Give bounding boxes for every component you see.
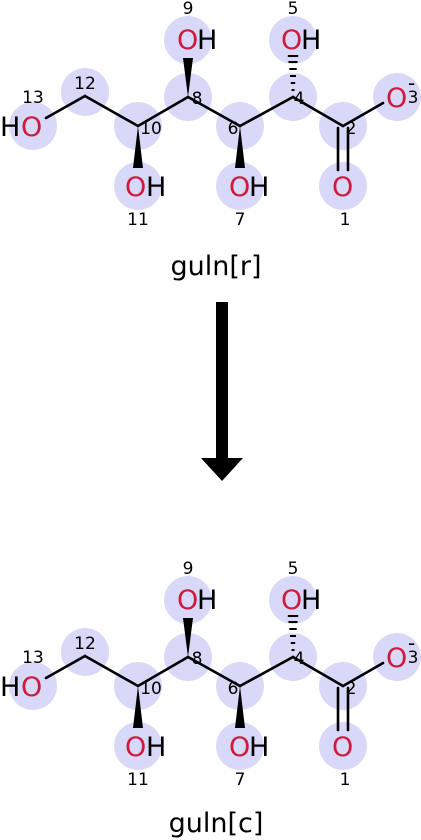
atom-oxygen-13: O <box>21 112 42 143</box>
atom-number-8: 8 <box>192 89 203 109</box>
atom-oxygen-3: O <box>386 83 407 114</box>
atom-number-2: 2 <box>346 119 357 139</box>
atom-oxygen-5: O <box>281 585 302 616</box>
atom-number-7: 7 <box>235 210 246 230</box>
molecule-caption: guln[r] <box>170 251 261 282</box>
atom-number-6: 6 <box>228 119 239 139</box>
atom-number-12: 12 <box>74 74 96 94</box>
atom-number-12: 12 <box>74 634 96 654</box>
atom-hydrogen-5: H <box>301 585 321 616</box>
atom-number-13: 13 <box>22 88 44 108</box>
atom-oxygen-13: O <box>21 672 42 703</box>
atom-oxygen-1: O <box>332 172 353 203</box>
atom-oxygen-1: O <box>332 732 353 763</box>
atom-hydrogen-9: H <box>197 585 217 616</box>
atom-number-5: 5 <box>288 559 299 579</box>
atom-number-9: 9 <box>183 0 194 19</box>
molecule-guln-r: O H O H H O O - O H O H O 9 5 12 8 4 3 1… <box>0 0 421 282</box>
atom-hydrogen-7: H <box>249 732 269 763</box>
atom-number-10: 10 <box>140 679 162 699</box>
atom-number-4: 4 <box>294 649 305 669</box>
atom-oxygen-5: O <box>281 25 302 56</box>
atom-number-7: 7 <box>235 770 246 790</box>
atom-oxygen-7: O <box>229 732 250 763</box>
charge-minus: - <box>408 631 415 655</box>
atom-hydrogen-7: H <box>249 172 269 203</box>
atom-number-11: 11 <box>127 210 149 230</box>
reaction-arrow <box>201 302 243 481</box>
atom-hydrogen-13: H <box>0 672 20 703</box>
atom-number-2: 2 <box>346 679 357 699</box>
atom-oxygen-9: O <box>177 585 198 616</box>
atom-oxygen-11: O <box>125 172 146 203</box>
atom-number-9: 9 <box>183 559 194 579</box>
molecule-guln-c: O H O H H O O - O H O H O 9 5 12 8 4 3 1… <box>0 559 421 839</box>
charge-minus: - <box>408 71 415 95</box>
atom-number-10: 10 <box>140 119 162 139</box>
atom-hydrogen-5: H <box>301 25 321 56</box>
atom-number-3: 3 <box>408 88 419 108</box>
atom-oxygen-9: O <box>177 25 198 56</box>
atom-oxygen-7: O <box>229 172 250 203</box>
atom-number-3: 3 <box>408 648 419 668</box>
atom-number-5: 5 <box>288 0 299 19</box>
atom-number-1: 1 <box>340 770 351 790</box>
atom-number-11: 11 <box>127 770 149 790</box>
atom-oxygen-11: O <box>125 732 146 763</box>
atom-number-13: 13 <box>22 648 44 668</box>
atom-number-8: 8 <box>192 649 203 669</box>
atom-hydrogen-11: H <box>146 732 166 763</box>
atom-number-1: 1 <box>340 210 351 230</box>
atom-hydrogen-9: H <box>197 25 217 56</box>
atom-hydrogen-11: H <box>146 172 166 203</box>
atom-hydrogen-13: H <box>0 112 20 143</box>
molecule-caption: guln[c] <box>169 808 264 839</box>
atom-number-4: 4 <box>294 89 305 109</box>
atom-number-6: 6 <box>228 679 239 699</box>
atom-oxygen-3: O <box>386 643 407 674</box>
